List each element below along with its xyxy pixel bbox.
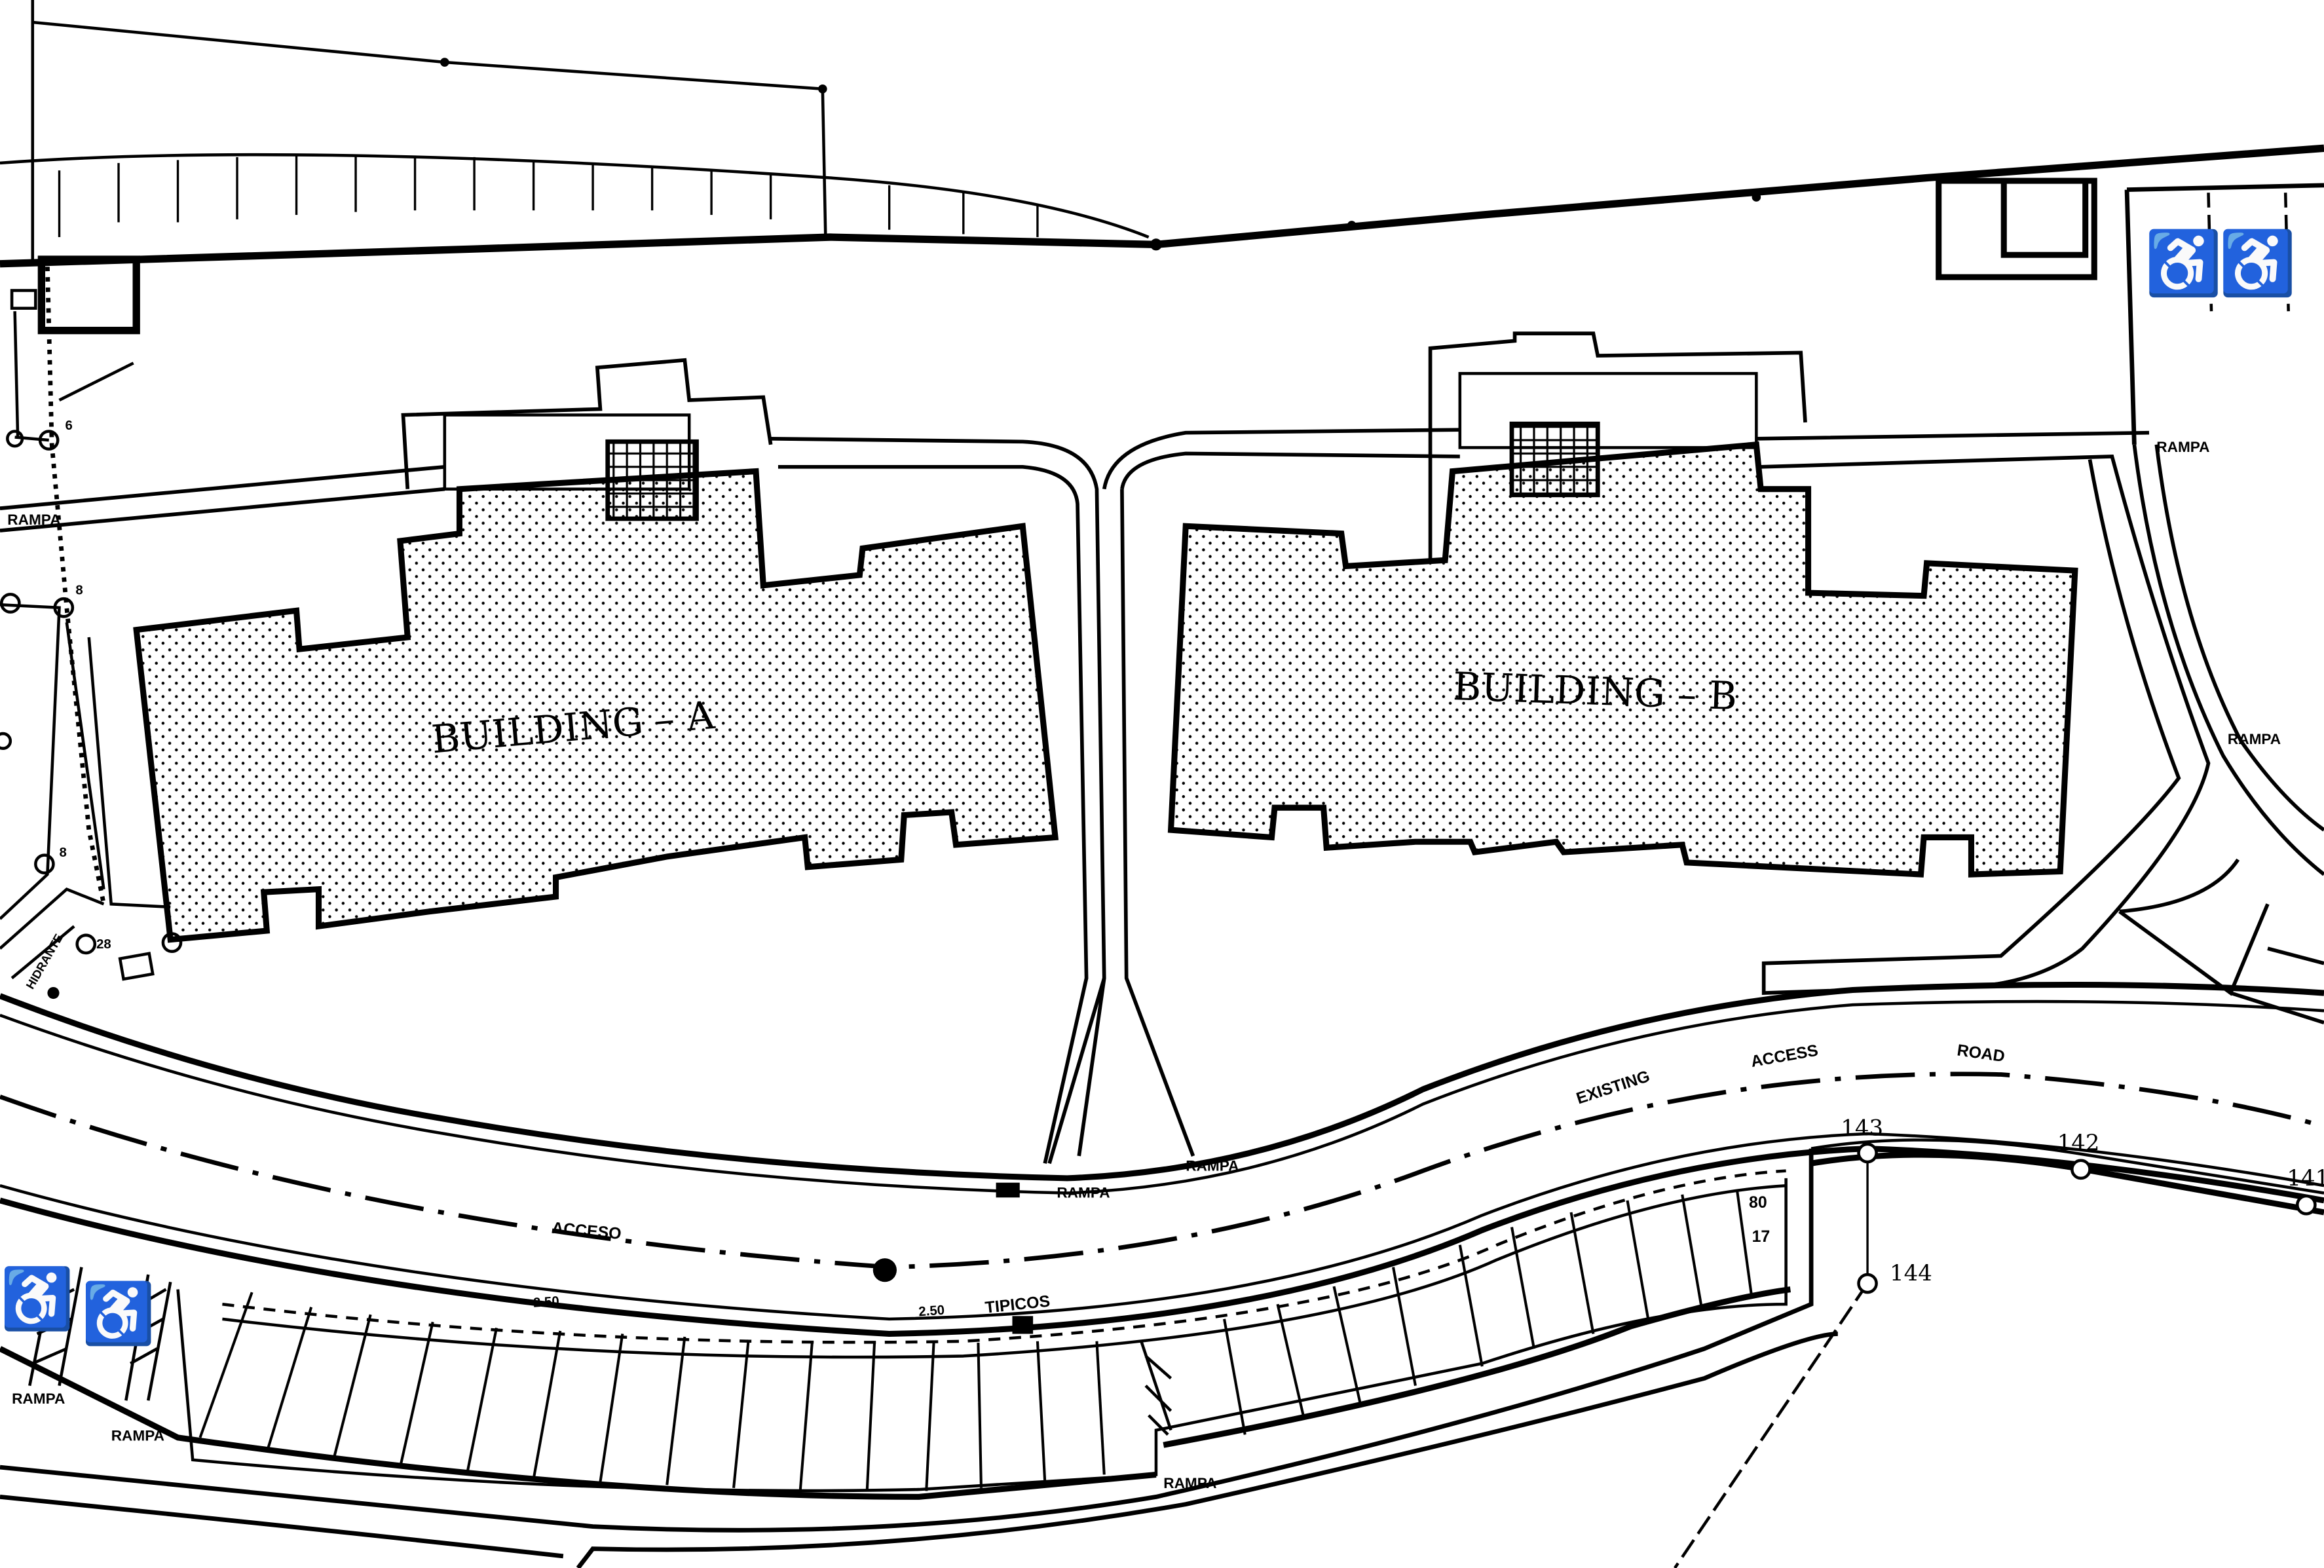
wheelchair-icon: ♿	[2219, 227, 2296, 298]
survey-point-label: 141	[2287, 1165, 2324, 1191]
building-a: BUILDING – A	[133, 358, 1059, 943]
wheelchair-icon: ♿	[0, 1265, 74, 1332]
property-boundary	[0, 0, 2324, 268]
survey-boundary	[1674, 1138, 2324, 1568]
pole-number: 8	[60, 846, 67, 860]
ramp-label: RAMPA	[2228, 731, 2281, 747]
survey-point-label: 144	[1890, 1260, 1932, 1286]
road-label: EXISTING	[1574, 1067, 1652, 1108]
road-label: ACCESS	[1750, 1041, 1820, 1072]
pole-number: 28	[96, 937, 111, 952]
parking-rows	[0, 1148, 1838, 1568]
survey-point-label: 142	[2057, 1130, 2100, 1156]
ramp-label: RAMPA	[1057, 1184, 1110, 1201]
wheelchair-icon: ♿	[81, 1279, 155, 1347]
left-utilities	[0, 267, 183, 981]
building-label: BUILDING – B	[1452, 663, 1738, 719]
ramp-label: RAMPA	[7, 512, 60, 528]
dimension-label: 2.50	[533, 1294, 559, 1311]
walkways	[0, 428, 2324, 1165]
road-label: ROAD	[1956, 1041, 2006, 1066]
survey-point-label: 143	[1841, 1115, 1883, 1141]
utility-box	[37, 255, 140, 335]
parking-count: 80	[1749, 1193, 1767, 1212]
ramp-label: RAMPA	[2156, 439, 2209, 455]
dimension-label: 2.50	[918, 1303, 945, 1320]
access-road	[0, 981, 2324, 1359]
parking-count: 17	[1752, 1227, 1771, 1246]
ramp-label: RAMPA	[111, 1427, 164, 1444]
access-label: ACCESO	[551, 1219, 622, 1243]
ramp-label: RAMPA	[1163, 1475, 1216, 1491]
utility-box	[1936, 177, 2097, 280]
pole-number: 6	[66, 419, 73, 433]
accessible-parking-top: ♿ ♿	[2124, 183, 2324, 445]
ramp-label: RAMPA	[1186, 1158, 1239, 1174]
ramp-label: RAMPA	[12, 1391, 65, 1407]
building-b: BUILDING – B	[1167, 331, 2078, 878]
wheelchair-icon: ♿	[2145, 227, 2222, 298]
pole-number: 8	[75, 583, 83, 597]
